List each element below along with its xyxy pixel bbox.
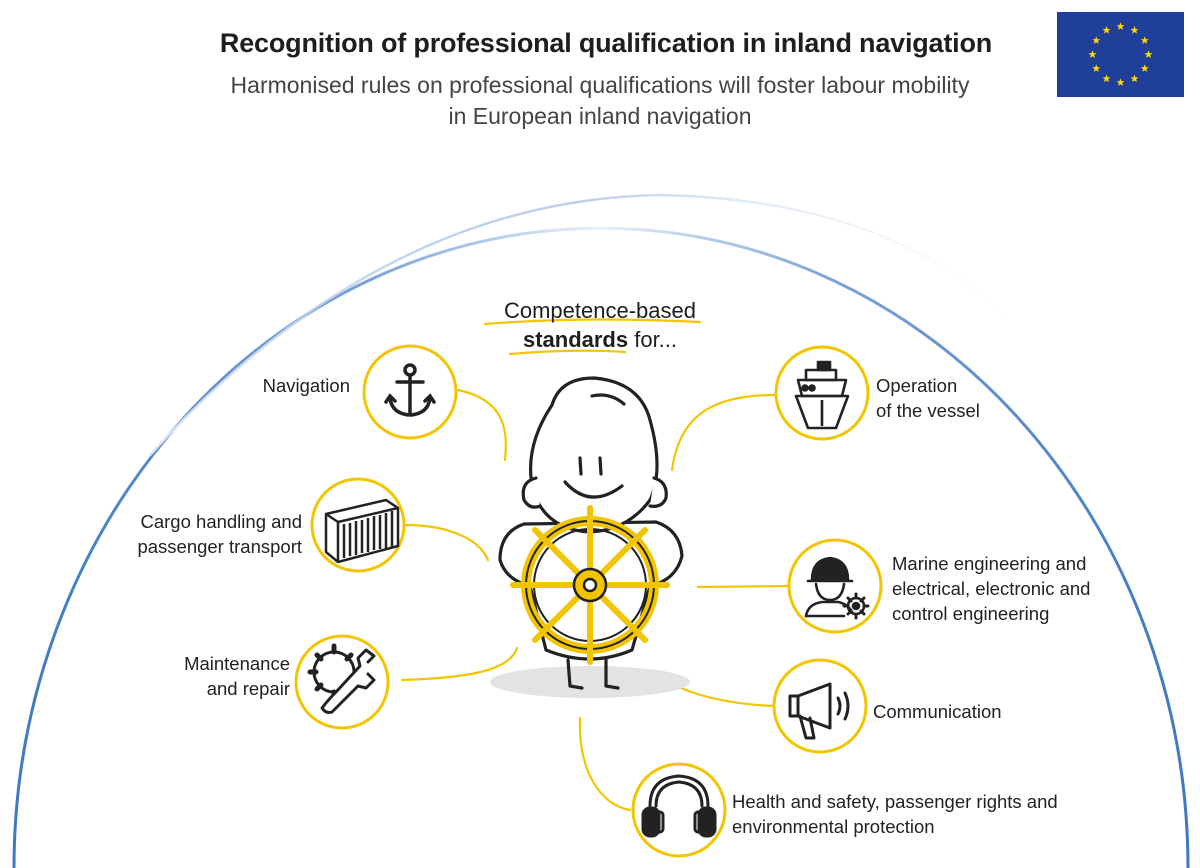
blue-arc-inner — [149, 193, 1021, 456]
label-health: Health and safety, passenger rights and … — [732, 791, 1058, 837]
connector-cargo — [403, 523, 490, 562]
subtitle-line2: in European inland navigation — [448, 103, 752, 129]
container-icon — [324, 498, 400, 564]
blue-arc — [12, 226, 1190, 868]
wrench-gear-icon — [307, 643, 376, 714]
page-subtitle: Harmonised rules on professional qualifi… — [0, 70, 1200, 132]
eu-star — [1088, 50, 1097, 58]
subtitle-line1: Harmonised rules on professional qualifi… — [230, 72, 970, 98]
label-navigation: Navigation — [262, 375, 350, 396]
center-heading: Competence-based standards for... — [440, 296, 760, 354]
figure-head — [528, 376, 659, 534]
circle-maintenance — [294, 634, 390, 730]
connector-navigation — [456, 388, 507, 462]
ship-icon — [794, 360, 850, 430]
eu-flag-icon — [1057, 12, 1184, 97]
engineer-icon — [804, 556, 870, 620]
anchor-icon — [384, 363, 436, 417]
center-heading-rest: for... — [628, 327, 678, 352]
eu-star — [1130, 26, 1139, 34]
ear-protection-icon — [641, 774, 717, 838]
underline-competence — [483, 318, 702, 326]
label-operation: Operation of the vessel — [876, 375, 980, 421]
connector-maintenance — [400, 646, 519, 682]
eu-star — [1144, 50, 1153, 58]
circle-operation — [774, 345, 870, 441]
center-heading-line2: standards for... — [440, 325, 760, 354]
eu-star — [1140, 64, 1149, 72]
eu-star — [1102, 74, 1111, 83]
circle-communication — [772, 658, 868, 754]
circle-marine — [787, 538, 883, 634]
label-marine: Marine engineering and electrical, elect… — [892, 553, 1091, 624]
eu-star — [1140, 36, 1149, 44]
eu-star — [1116, 22, 1125, 30]
eu-star — [1092, 36, 1101, 44]
label-maintenance: Maintenance and repair — [184, 653, 290, 699]
label-communication: Communication — [873, 701, 1002, 722]
eu-star — [1092, 64, 1101, 72]
eu-star — [1130, 74, 1139, 83]
page-title: Recognition of professional qualificatio… — [219, 28, 993, 58]
figure-shadow — [490, 666, 690, 698]
connector-marine — [696, 584, 792, 589]
eu-star — [1116, 78, 1125, 86]
megaphone-icon — [788, 682, 850, 740]
connector-health — [578, 716, 632, 812]
ship-wheel — [510, 505, 670, 665]
center-heading-line1: Competence-based — [503, 298, 696, 323]
eu-star — [1102, 26, 1111, 34]
label-cargo: Cargo handling and passenger transport — [137, 511, 302, 557]
figure-illustration — [490, 376, 690, 698]
connector-operation — [670, 393, 777, 472]
underline-standards — [508, 349, 627, 356]
center-heading-bold: standards — [522, 327, 629, 352]
